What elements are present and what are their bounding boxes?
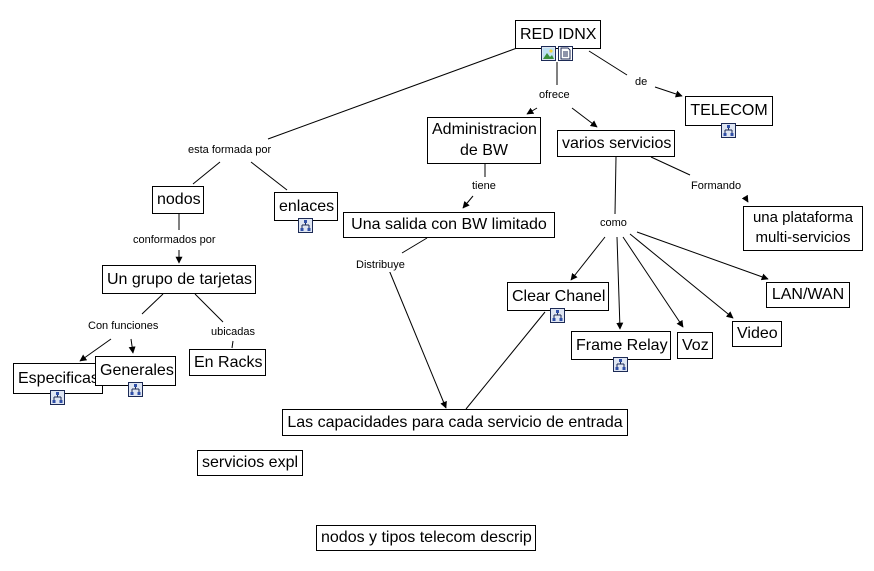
concept-servicios-expl[interactable]: servicios expl (197, 450, 303, 476)
link-label-distribuye: Distribuye (355, 259, 406, 272)
connector-arrow (571, 107, 598, 128)
link-label-con-funciones: Con funciones (87, 320, 160, 333)
concept-map-link-icon[interactable] (298, 218, 313, 233)
connector-arrow (636, 231, 769, 281)
concept-nodos[interactable]: nodos (152, 186, 204, 214)
connector-line (614, 156, 617, 215)
link-label-esta-formada-por: esta formada por (187, 144, 273, 157)
concept-map-link-icon[interactable] (128, 382, 143, 397)
concept-voz[interactable]: Voz (677, 332, 713, 359)
concept-administracion-de-bw[interactable]: Administracion de BW (427, 117, 541, 164)
connector-line (401, 237, 428, 254)
link-label-como: como (599, 217, 628, 230)
connector-arrow (388, 269, 447, 409)
concept-clear-chanel[interactable]: Clear Chanel (507, 282, 609, 311)
connector-arrow (128, 338, 136, 354)
concept-frame-relay[interactable]: Frame Relay (571, 331, 671, 360)
concept-especificas[interactable]: Especificas (13, 363, 103, 394)
concept-map-link-icon[interactable] (613, 357, 628, 372)
concept-map-link-icon[interactable] (550, 308, 565, 323)
concept-video[interactable]: Video (732, 321, 782, 347)
connector-line (192, 161, 221, 185)
connector-arrow (462, 195, 474, 209)
concept-map-link-icon[interactable] (721, 123, 736, 138)
concept-varios-servicios[interactable]: varios servicios (557, 130, 675, 157)
concept-nodos-tipos-telecom[interactable]: nodos y tipos telecom descrip (316, 525, 536, 551)
concept-en-racks[interactable]: En Racks (189, 349, 266, 376)
connector-line (465, 311, 546, 410)
concept-lan-wan[interactable]: LAN/WAN (766, 282, 850, 308)
connector-arrow (526, 107, 538, 115)
concept-capacidades[interactable]: Las capacidades para cada servicio de en… (282, 409, 628, 436)
link-label-ubicadas: ubicadas (210, 326, 257, 339)
link-label-ofrece: ofrece (538, 89, 571, 102)
connector-arrow (570, 236, 606, 281)
image-resource-icon[interactable] (541, 46, 556, 61)
connector-arrow (654, 86, 683, 98)
text-resource-icon[interactable] (558, 46, 573, 61)
link-label-de: de (634, 76, 649, 89)
concept-plataforma-multi-servicios[interactable]: una plataforma multi-servicios (743, 206, 863, 251)
connector-line (141, 293, 164, 315)
concept-grupo-de-tarjetas[interactable]: Un grupo de tarjetas (102, 265, 256, 294)
connector-arrow (79, 338, 112, 362)
connector-arrow (616, 236, 624, 330)
concept-enlaces[interactable]: enlaces (274, 192, 338, 221)
connector-line (250, 161, 288, 191)
concept-telecom[interactable]: TELECOM (685, 96, 773, 126)
connector-arrow (741, 194, 749, 203)
link-label-conformados-por: conformados por (132, 234, 217, 247)
link-label-formando: Formando (690, 180, 743, 193)
concept-map-link-icon[interactable] (50, 390, 65, 405)
connector-arrow (622, 236, 684, 328)
connector-line (231, 340, 234, 349)
connector-line (194, 293, 224, 323)
concept-una-salida-con-bw-limitado[interactable]: Una salida con BW limitado (343, 212, 555, 238)
connector-line (267, 47, 518, 140)
connector-line (588, 50, 628, 76)
connector-line (650, 156, 691, 176)
concept-red-idnx[interactable]: RED IDNX (515, 20, 601, 49)
link-label-tiene: tiene (471, 180, 497, 193)
connector-arrow (629, 233, 734, 319)
